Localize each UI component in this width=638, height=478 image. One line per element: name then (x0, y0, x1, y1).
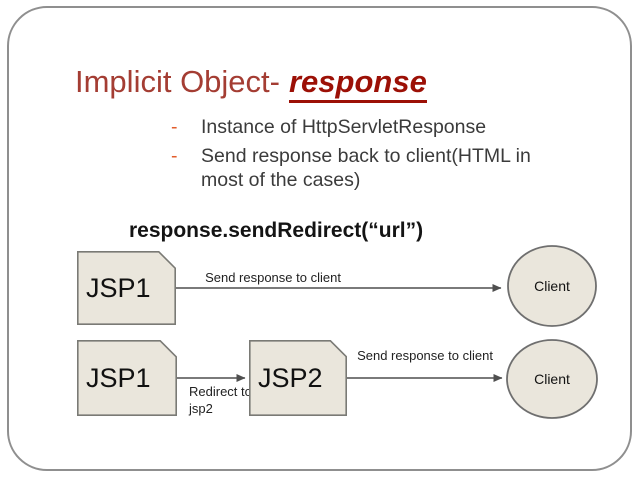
client-circle-flow1 (507, 245, 597, 327)
jsp2-box-flow2 (249, 340, 347, 416)
title-emphasis: response (288, 64, 427, 103)
jsp1-box-flow1 (77, 251, 176, 325)
bullet-marker: - (171, 145, 178, 167)
bullet-text: Instance of HttpServletResponse (201, 116, 487, 138)
jsp1-label-flow1: JSP1 (86, 273, 151, 303)
bullet-text: Send response back to client(HTML in mos… (201, 145, 531, 191)
jsp1-box-flow2 (77, 340, 177, 416)
jsp2-label-flow2: JSP2 (258, 363, 323, 393)
title-main: Implicit Object- (75, 64, 280, 99)
redirect-label-line1: Redirect to (189, 384, 252, 399)
client-label-flow2: Client (534, 371, 570, 387)
redirect-label-line2: jsp2 (188, 401, 213, 416)
client-label-flow1: Client (534, 278, 570, 294)
bullet-list: - Instance of HttpServletResponse - Send… (167, 115, 567, 197)
flow1-arrow-label: Send response to client (205, 270, 341, 285)
client-circle-flow2 (506, 339, 598, 419)
bullet-marker: - (171, 116, 178, 138)
slide-frame: Implicit Object-response - Instance of H… (7, 6, 632, 471)
bullet-item: - Instance of HttpServletResponse (167, 115, 567, 139)
flow-diagram: JSP1 Send response to client Client JSP1… (77, 245, 598, 419)
code-line: response.sendRedirect(“url”) (129, 219, 424, 242)
bullet-item: - Send response back to client(HTML in m… (167, 144, 567, 192)
page-title: Implicit Object-response (75, 64, 427, 103)
flow2-arrow-label: Send response to client (357, 348, 493, 363)
jsp1-label-flow2: JSP1 (86, 363, 151, 393)
